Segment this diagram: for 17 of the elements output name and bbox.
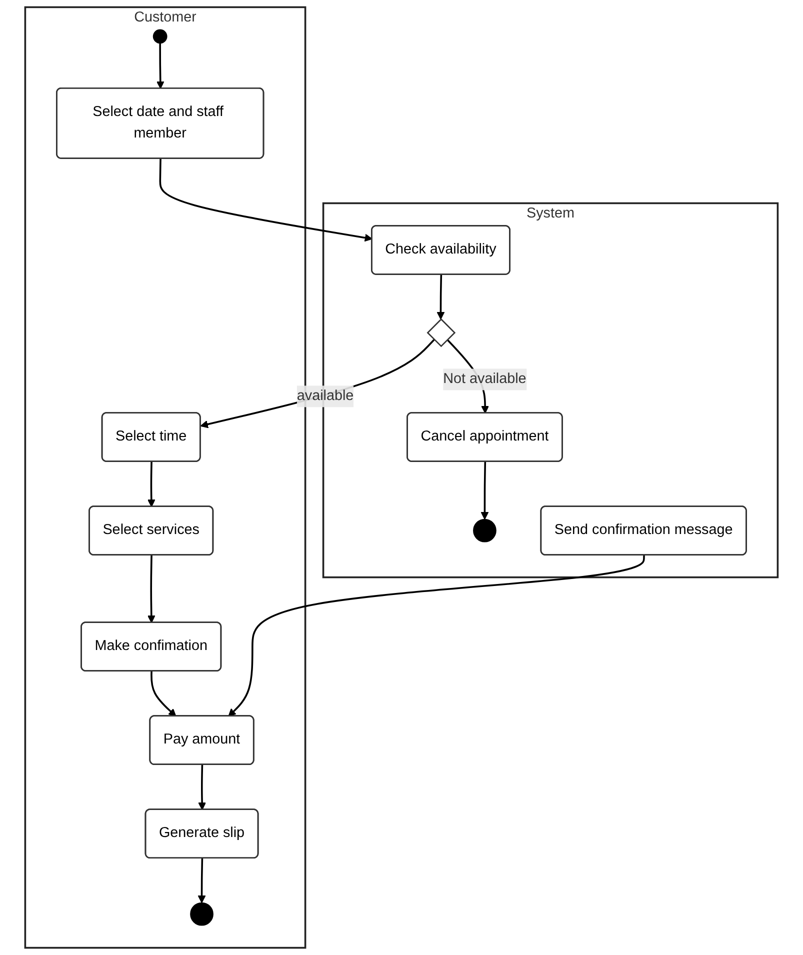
arrow <box>148 462 156 508</box>
node-diamond <box>426 318 456 348</box>
arrow <box>198 764 206 810</box>
node-circle <box>152 29 168 44</box>
arrow <box>200 339 435 428</box>
arrow <box>480 462 489 520</box>
arrow <box>159 158 373 242</box>
arrow <box>156 43 164 89</box>
arrow <box>150 671 176 717</box>
node-bullseye <box>473 518 496 542</box>
arrow <box>436 274 445 320</box>
arrow <box>228 555 645 717</box>
node-bullseye <box>190 902 214 926</box>
arrow <box>148 555 156 624</box>
edge-label: available <box>296 388 354 404</box>
arrow <box>198 858 206 904</box>
edge-label: Not available <box>443 371 526 387</box>
